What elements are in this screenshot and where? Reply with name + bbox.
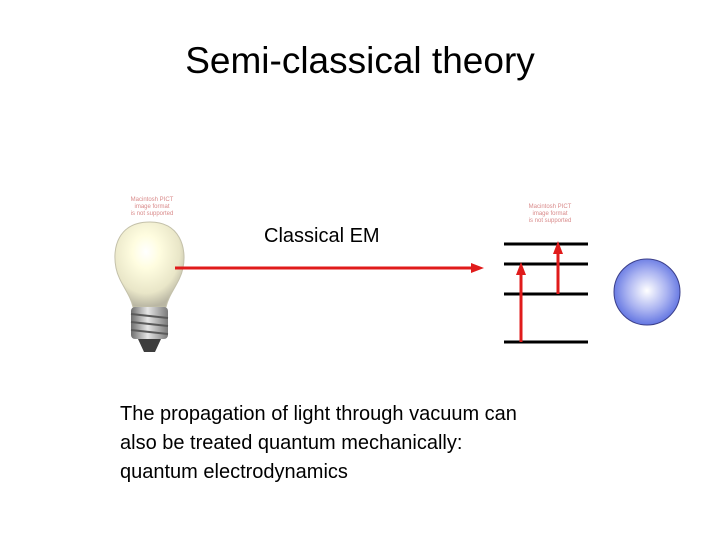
- light-bulb-icon: [114, 221, 185, 352]
- pict-placeholder-line: is not supported: [130, 211, 174, 217]
- atom-sphere-icon: [613, 258, 681, 326]
- classical-em-beam: [175, 263, 484, 273]
- transition-arrow-long: [516, 262, 526, 342]
- slide-caption: The propagation of light through vacuum …: [120, 400, 640, 487]
- beam-label: Classical EM: [264, 225, 380, 247]
- caption-line: The propagation of light through vacuum …: [120, 403, 517, 425]
- pict-placeholder-line: image format: [532, 211, 568, 217]
- pict-placeholder-line: Macintosh PICT: [528, 204, 572, 210]
- pict-placeholder-line: Macintosh PICT: [130, 197, 174, 203]
- pict-placeholder-left: Macintosh PICT image format is not suppo…: [116, 197, 188, 218]
- pict-placeholder-line: image format: [134, 204, 170, 210]
- caption-line: also be treated quantum mechanically:: [120, 432, 463, 454]
- slide-title: Semi-classical theory: [185, 40, 535, 81]
- caption-line: quantum electrodynamics: [120, 461, 348, 483]
- pict-placeholder-line: is not supported: [528, 218, 572, 224]
- energy-levels: [504, 242, 588, 344]
- pict-placeholder-right: Macintosh PICT image format is not suppo…: [514, 204, 586, 225]
- beam-arrowhead: [471, 263, 484, 273]
- transition-arrow-short: [553, 241, 563, 294]
